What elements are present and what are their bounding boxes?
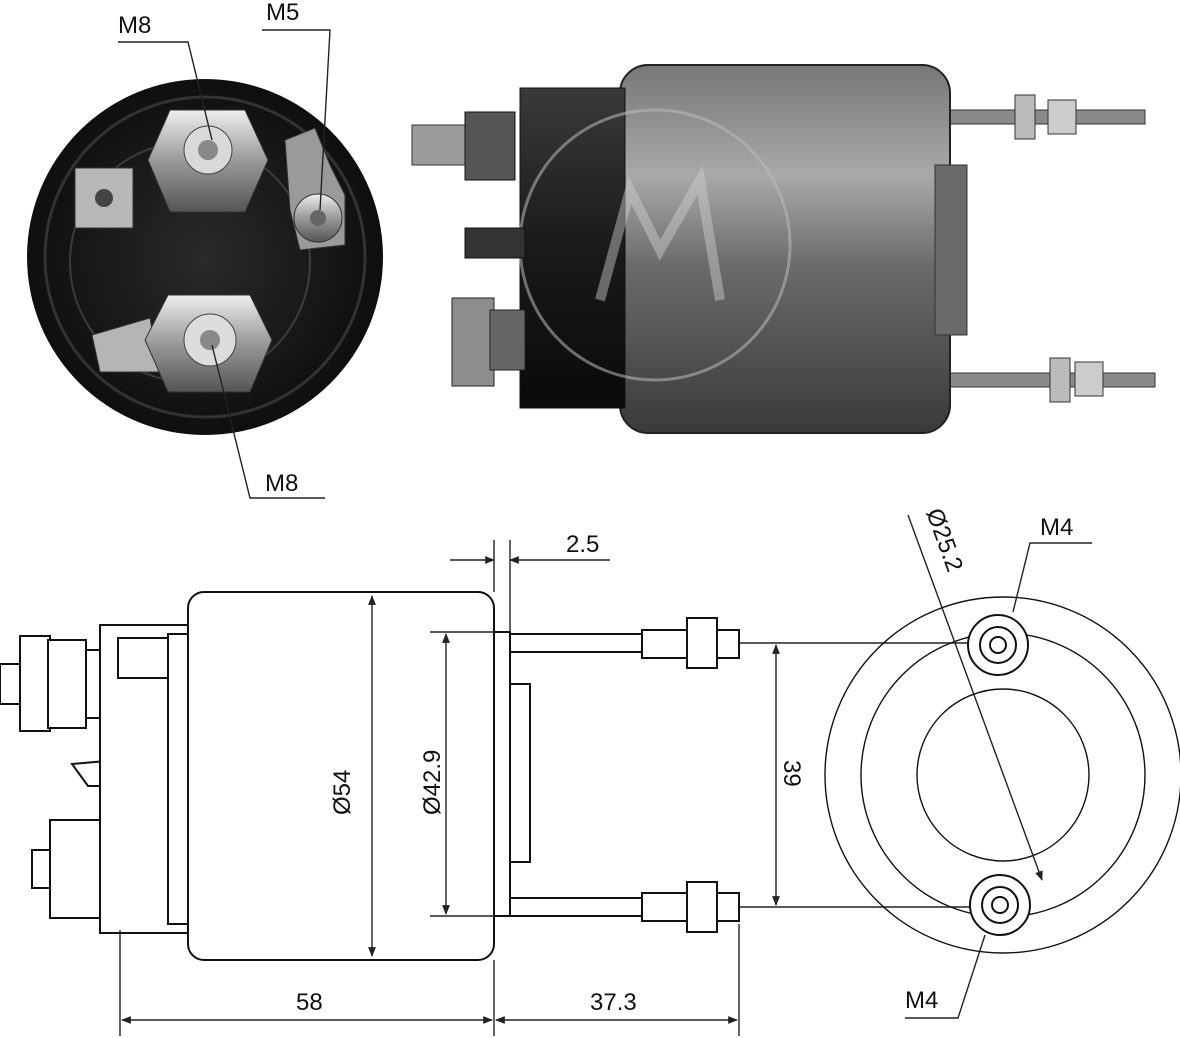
- drw-mount-nut-top: [641, 629, 688, 659]
- photo-end-view: M8 M5 M8: [27, 0, 383, 499]
- rear-stud-bottom-nut2: [1074, 361, 1104, 397]
- drw-stud-top: [0, 663, 23, 705]
- dim-stud-circle-line: [907, 514, 1043, 881]
- leader-m4-bottom: [905, 934, 986, 1019]
- end-boss-bottom-hole: [991, 896, 1009, 914]
- solenoid-rear-flange: [934, 164, 968, 336]
- end-inner-circle: [916, 688, 1090, 862]
- front-washer-bottom: [489, 309, 526, 371]
- drw-mount-nut-bottom2: [686, 881, 718, 933]
- end-boss-top-hole: [989, 636, 1007, 654]
- drw-mount-tip-top: [716, 629, 740, 659]
- drw-mount-stud-top: [509, 633, 646, 653]
- label-bottom-stud-thread: M4: [905, 987, 938, 1014]
- drw-flange: [493, 631, 511, 917]
- terminal-top-core: [198, 140, 218, 160]
- drw-nut-bottom: [49, 819, 103, 919]
- dim-flange-diameter: Ø42.9: [419, 750, 446, 815]
- label-bottom-terminal: M8: [265, 470, 298, 497]
- drw-mount-tip-bottom: [716, 892, 740, 922]
- dim-stud-length: 37.3: [590, 989, 637, 1016]
- dim-stud-spacing: 39: [778, 760, 805, 787]
- terminal-bottom-core: [200, 330, 220, 350]
- leader-top-left: [118, 41, 213, 141]
- drawing-side-view: 2.5 Ø54 Ø42.9 39 58 37.3: [0, 531, 1010, 1036]
- label-top-stud-thread: M4: [1040, 514, 1073, 541]
- dim-body-diameter: Ø54: [329, 770, 356, 815]
- leader-m4-top: [1012, 542, 1092, 613]
- drw-nut-top2: [47, 639, 87, 729]
- front-nut-top: [464, 111, 516, 181]
- rear-stud-top-nut: [1014, 94, 1036, 140]
- end-bracket-hole: [95, 189, 113, 207]
- drw-nut-top: [19, 635, 51, 732]
- rear-stud-top-nut2: [1047, 99, 1077, 135]
- front-stud-mid: [464, 227, 526, 259]
- drw-washer-top: [85, 649, 101, 719]
- drw-plunger-boss: [509, 683, 531, 863]
- terminal-right-core: [310, 210, 326, 226]
- label-top-right-terminal: M5: [266, 0, 299, 26]
- drw-mount-nut-top2: [686, 617, 718, 669]
- front-nut-bottom: [451, 297, 495, 387]
- photo-side-view: [411, 64, 1156, 434]
- end-outer-circle: [824, 596, 1180, 954]
- drw-cap-step: [167, 633, 189, 925]
- rear-stud-bottom-nut: [1049, 357, 1071, 403]
- drw-mount-stud-bottom: [509, 897, 646, 917]
- end-cap-rim: [43, 95, 367, 419]
- dim-body-length: 58: [296, 989, 323, 1016]
- leader-bottom: [211, 344, 325, 499]
- solenoid-cap: [519, 87, 626, 409]
- front-stud-top: [411, 124, 471, 166]
- rear-stud-top: [939, 109, 1146, 125]
- watermark-mark-side: [595, 165, 725, 302]
- dim-stud-circle-diameter: Ø25.2: [920, 505, 968, 576]
- rear-stud-bottom: [939, 372, 1156, 388]
- dim-flange-thickness: 2.5: [566, 531, 599, 558]
- label-top-left-terminal: M8: [118, 12, 151, 39]
- leader-top-right: [262, 29, 331, 211]
- drawing-end-view: Ø25.2 M4 M4: [824, 505, 1180, 1019]
- drw-mount-nut-bottom: [641, 892, 688, 922]
